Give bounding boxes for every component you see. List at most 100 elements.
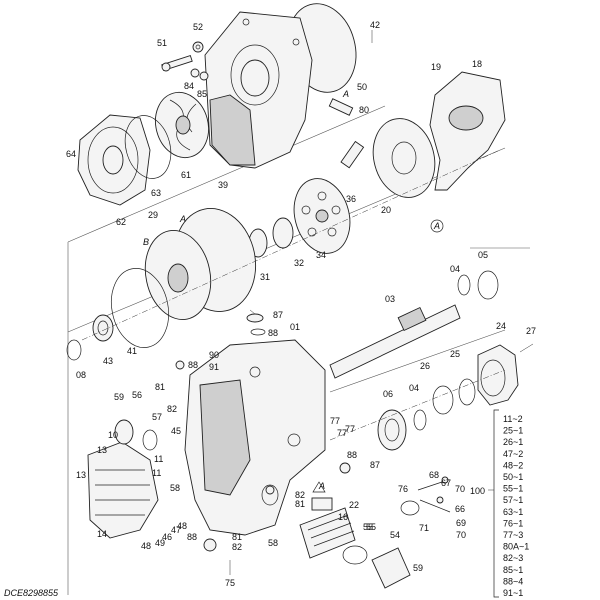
callout-85: 85 — [197, 89, 207, 99]
cap-10 — [114, 419, 134, 445]
oring-85 — [199, 71, 209, 81]
callout-48-lower: 48 — [141, 541, 151, 551]
callout-55-bottom: 55 — [363, 522, 373, 532]
callout-50: 50 — [357, 82, 367, 92]
callout-70-lower: 70 — [456, 530, 466, 540]
ref-B: B — [143, 237, 149, 247]
gasket-63 — [124, 115, 172, 179]
cover-62 — [77, 114, 151, 206]
parts-table-item: 82~3 — [503, 553, 523, 563]
callout-81-left: 81 — [155, 382, 165, 392]
parts-table-item: 91~1 — [503, 588, 523, 598]
callout-03: 03 — [385, 294, 395, 304]
callout-81-mid: 81 — [295, 499, 305, 509]
callout-64: 64 — [66, 149, 76, 159]
callout-54: 54 — [390, 530, 400, 540]
callout-55-lower: 55 — [366, 522, 376, 532]
ref-A-top: A — [342, 89, 349, 99]
plate-32 — [272, 217, 294, 249]
parts-table: 100 11~225~126~147~248~250~155~157~163~1… — [470, 409, 529, 598]
housing-39 — [204, 11, 313, 169]
callout-51: 51 — [157, 38, 167, 48]
callout-48-upper: 48 — [177, 521, 187, 531]
parts-table-item: 11~2 — [503, 414, 523, 424]
parts-table-item: 85~1 — [503, 565, 523, 575]
callout-04-upper: 04 — [450, 264, 460, 274]
ring-04-upper — [457, 274, 471, 296]
block-22 — [311, 497, 333, 511]
parts-rows: 11~225~126~147~248~250~155~157~163~176~1… — [503, 414, 529, 598]
callout-84: 84 — [184, 81, 194, 91]
callout-90: 90 — [209, 350, 219, 360]
callout-11-lower: 11 — [152, 468, 161, 478]
callout-39: 39 — [218, 180, 228, 190]
callout-56: 56 — [132, 390, 142, 400]
callout-20: 20 — [381, 205, 391, 215]
callout-69: 69 — [456, 518, 466, 528]
cover-14 — [87, 441, 159, 539]
cylinder-block-34 — [293, 178, 351, 254]
callout-88-left: 88 — [188, 360, 198, 370]
callout-32: 32 — [294, 258, 304, 268]
callout-18: 18 — [472, 59, 482, 69]
bolt-51 — [161, 54, 193, 72]
callout-91: 91 — [209, 362, 219, 372]
oring-55 — [342, 545, 368, 565]
oring-41 — [111, 268, 169, 348]
parts-table-item: 63~1 — [503, 507, 523, 517]
callout-77-c: 77 — [345, 424, 355, 434]
ref-A-bracket: A — [433, 221, 440, 231]
callout-25: 25 — [450, 349, 460, 359]
bearing-43 — [92, 314, 114, 342]
oring-88-top — [250, 328, 266, 336]
callout-46: 46 — [162, 532, 172, 542]
callout-71: 71 — [419, 523, 429, 533]
callout-77-a: 77 — [330, 416, 340, 426]
callout-61: 61 — [181, 170, 191, 180]
drawing-code: DCE8298855 — [4, 588, 59, 598]
callout-49: 49 — [155, 538, 165, 548]
callout-66: 66 — [455, 504, 465, 514]
parts-table-item: 50~1 — [503, 472, 523, 482]
parts-table-item: 76~1 — [503, 518, 523, 528]
callout-19: 19 — [431, 62, 441, 72]
seal-25 — [458, 378, 476, 406]
callout-14: 14 — [97, 529, 107, 539]
callout-10: 10 — [108, 430, 118, 440]
callout-34: 34 — [316, 250, 326, 260]
callout-62: 62 — [116, 217, 126, 227]
callout-82-mid: 82 — [295, 490, 305, 500]
callout-22: 22 — [349, 500, 359, 510]
callout-59-lower: 59 — [413, 563, 423, 573]
callout-76: 76 — [398, 484, 408, 494]
washer-52 — [192, 41, 204, 53]
callout-57: 57 — [152, 412, 162, 422]
callout-47: 47 — [171, 525, 181, 535]
callout-11-upper: 11 — [154, 454, 163, 464]
ring-26 — [432, 385, 454, 415]
callout-67: 67 — [441, 478, 451, 488]
callout-13-lower: 13 — [76, 470, 86, 480]
callout-82-left: 82 — [167, 404, 177, 414]
oring-76 — [400, 500, 420, 516]
callout-13-upper: 13 — [97, 445, 107, 455]
main-case-01 — [184, 339, 326, 536]
impeller-61 — [155, 91, 209, 159]
parts-table-item: 48~2 — [503, 460, 523, 470]
seal-57 — [142, 429, 158, 451]
callout-75: 75 — [225, 578, 235, 588]
strainer-16 — [299, 507, 356, 559]
parts-table-item: 77~3 — [503, 530, 523, 540]
parts-table-item: 88~4 — [503, 576, 523, 586]
callout-87-right: 87 — [370, 460, 380, 470]
bracket-18 — [429, 71, 506, 191]
plug-87-side — [339, 462, 351, 474]
plug-88-left — [175, 360, 185, 370]
callout-43: 43 — [103, 356, 113, 366]
callout-80: 80 — [359, 105, 369, 115]
shaft-03 — [329, 304, 461, 379]
callout-08: 08 — [76, 370, 86, 380]
parts-table-item: 47~2 — [503, 449, 523, 459]
callout-52: 52 — [193, 22, 203, 32]
plug-58 — [203, 538, 217, 552]
